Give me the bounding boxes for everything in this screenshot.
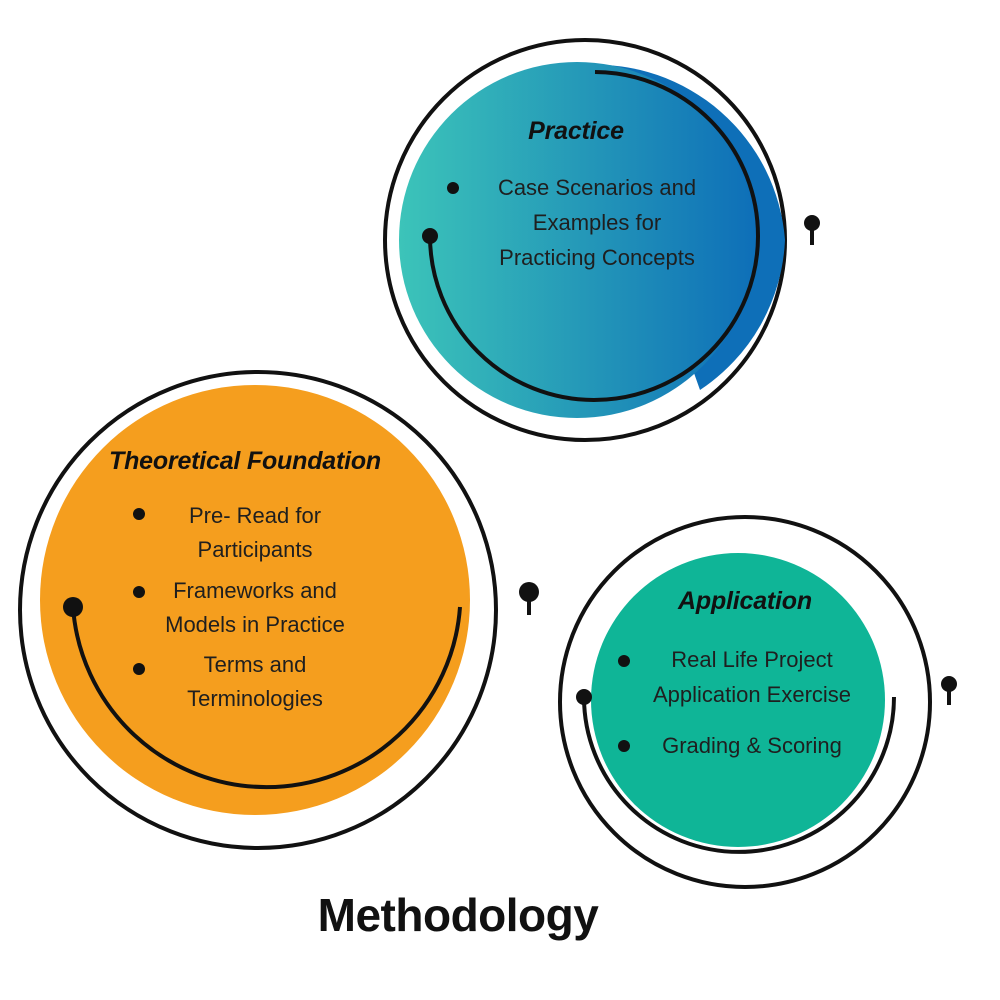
theory-fill-circle: [40, 385, 470, 815]
practice-fill-circle: [399, 62, 755, 418]
application-fill-circle: [591, 553, 885, 847]
application-bullet-1: [618, 655, 630, 667]
practice-inner-arc: [428, 70, 760, 402]
application-item-1: Real Life Project Application Exercise: [652, 647, 852, 707]
theory-outer-ring: [18, 370, 498, 850]
practice-title: Practice: [528, 117, 624, 145]
theory-item-3: Terms and Terminologies: [187, 652, 323, 711]
theory-title: Theoretical Foundation: [109, 447, 381, 475]
application-title: Application: [678, 587, 812, 615]
practice-item-1: Case Scenarios and Examples for Practici…: [497, 175, 697, 270]
practice-circle-group: [383, 38, 820, 442]
theory-circle-group: [18, 370, 539, 850]
theory-bullet-3: [133, 663, 145, 675]
theory-item-1: Pre- Read for Participants: [188, 503, 322, 562]
practice-arc-dot-left: [422, 228, 438, 244]
application-inner-arc: [582, 696, 896, 854]
practice-bullet-1: [447, 182, 459, 194]
application-circle-group: [558, 515, 957, 889]
theory-bullet-1: [133, 508, 145, 520]
theory-inner-arc: [71, 606, 462, 789]
application-item-2: Grading & Scoring: [662, 733, 842, 758]
diagram-title: Methodology: [317, 889, 599, 941]
theory-item-2: Frameworks and Models in Practice: [165, 578, 345, 637]
application-bullet-2: [618, 740, 630, 752]
theory-arc-dot-left: [63, 597, 83, 617]
application-outer-ring: [558, 515, 932, 889]
theory-bullet-2: [133, 586, 145, 598]
application-arc-dot-left: [576, 689, 592, 705]
